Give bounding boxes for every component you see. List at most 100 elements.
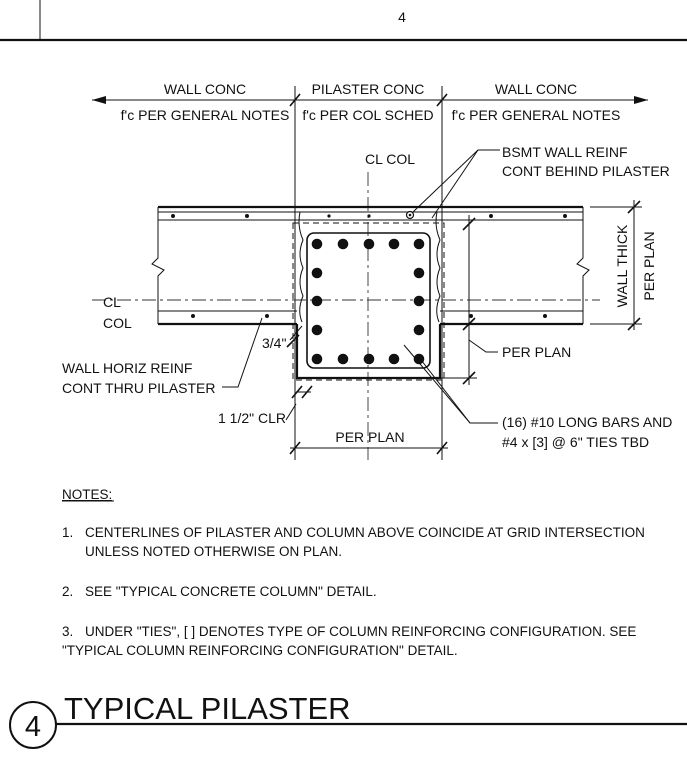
clear-cover-leader: [285, 403, 297, 421]
pilaster-projection-dimension: PER PLAN: [440, 215, 571, 385]
long-bar: [388, 238, 400, 250]
long-bar: [413, 295, 425, 307]
notes-heading: NOTES:: [62, 487, 112, 502]
note-1-line1: CENTERLINES OF PILASTER AND COLUMN ABOVE…: [85, 525, 645, 540]
concrete-wall: [151, 205, 590, 326]
wall-bar-dot: [191, 314, 195, 318]
long-bar: [337, 238, 349, 250]
wall-bar-dot: [489, 214, 493, 218]
break-line-left-icon: [151, 207, 165, 324]
long-bar: [311, 324, 323, 336]
break-line-right-icon: [576, 207, 590, 324]
pilaster-dashed-outline: [292, 222, 445, 381]
wall-thick-label: WALL THICK: [614, 224, 630, 307]
three-quarter-label: 3/4": [262, 335, 286, 351]
bsmt-callout: BSMT WALL REINF CONT BEHIND PILASTER: [412, 144, 670, 219]
dimension-tick: [462, 317, 476, 331]
long-bar: [311, 353, 323, 365]
per-plan-leader: [468, 339, 498, 353]
pilaster-width-dimension: PER PLAN: [289, 429, 448, 455]
note-3-line2: "TYPICAL COLUMN REINFORCING CONFIGURATIO…: [62, 643, 458, 658]
detail-title: TYPICAL PILASTER: [64, 691, 351, 726]
long-bar: [337, 353, 349, 365]
fc-general-right-label: f'c PER GENERAL NOTES: [452, 107, 621, 123]
long-bars-line2: #4 x [3] @ 6" TIES TBD: [502, 434, 649, 450]
cl-label: CL: [103, 294, 121, 310]
clear-cover-label: 1 1/2" CLR: [218, 410, 286, 426]
arrow-left-icon: [92, 96, 106, 104]
fc-col-sched-label: f'c PER COL SCHED: [302, 107, 433, 123]
bsmt-bar-center: [408, 213, 412, 217]
dimension-tick: [462, 217, 476, 231]
long-bars-line1: (16) #10 LONG BARS AND: [502, 414, 672, 430]
detail-title-block: 4 TYPICAL PILASTER: [9, 691, 687, 749]
wall-bar-dot: [327, 214, 331, 218]
long-bar: [388, 353, 400, 365]
per-plan-right-label: PER PLAN: [502, 344, 571, 360]
page-number: 4: [398, 9, 406, 25]
wall-bar-dot: [367, 214, 371, 218]
wall-bar-dot: [245, 214, 249, 218]
dimension-tick: [627, 317, 641, 331]
dimension-tick: [291, 385, 303, 399]
note-2-line1: SEE "TYPICAL CONCRETE COLUMN" DETAIL.: [85, 584, 377, 599]
notes-section: NOTES: 1. CENTERLINES OF PILASTER AND CO…: [62, 487, 645, 658]
dimension-tick: [627, 200, 641, 214]
horiz-reinf-callout: WALL HORIZ REINF CONT THRU PILASTER: [62, 317, 263, 396]
arrow-right-icon: [634, 96, 648, 104]
dimension-tick: [436, 441, 448, 455]
long-bar: [413, 238, 425, 250]
long-bar: [311, 295, 323, 307]
note-3-line1: UNDER "TIES", [ ] DENOTES TYPE OF COLUMN…: [85, 624, 636, 639]
wall-conc-right-label: WALL CONC: [495, 81, 577, 97]
bsmt-label-line1: BSMT WALL REINF: [502, 144, 628, 160]
bsmt-leader-2: [431, 149, 479, 219]
clear-cover-dimension: 1 1/2" CLR: [218, 385, 313, 426]
fc-general-left-label: f'c PER GENERAL NOTES: [121, 107, 290, 123]
wall-bar-dot: [563, 214, 567, 218]
long-bar: [413, 324, 425, 336]
three-quarter-dimension: 3/4": [262, 325, 303, 351]
long-bar: [311, 267, 323, 279]
note-2-number: 2.: [62, 584, 73, 599]
sheet-header: 4: [0, 0, 687, 42]
longitudinal-bars: [311, 238, 425, 365]
detail-number: 4: [25, 711, 41, 743]
wall-bar-dot: [543, 314, 547, 318]
horiz-reinf-leader: [222, 317, 263, 388]
column-tie: [306, 232, 431, 369]
long-bar: [413, 353, 425, 365]
pilaster: [292, 211, 445, 381]
horiz-reinf-line2: CONT THRU PILASTER: [62, 380, 216, 396]
bsmt-label-line2: CONT BEHIND PILASTER: [502, 163, 670, 179]
wall-thickness-dimension: WALL THICK PER PLAN: [590, 200, 657, 331]
long-bars-callout: (16) #10 LONG BARS AND #4 x [3] @ 6" TIE…: [403, 344, 672, 450]
wall-thick-per-plan-label: PER PLAN: [641, 231, 657, 300]
long-bar: [413, 267, 425, 279]
long-bar: [363, 238, 375, 250]
horiz-reinf-line1: WALL HORIZ REINF: [62, 360, 192, 376]
top-dimensions: WALL CONC f'c PER GENERAL NOTES PILASTER…: [92, 81, 648, 460]
cl-col-label: CL COL: [365, 151, 415, 167]
cold-joint-right: [435, 211, 441, 323]
three-quarter-leader: [289, 325, 303, 341]
col-label: COL: [103, 315, 132, 331]
long-bar: [363, 353, 375, 365]
pilaster-conc-label: PILASTER CONC: [312, 81, 425, 97]
dimension-tick: [301, 385, 313, 399]
dimension-tick: [289, 441, 301, 455]
per-plan-bottom-label: PER PLAN: [335, 429, 404, 445]
note-1-line2: UNLESS NOTED OTHERWISE ON PLAN.: [85, 544, 342, 559]
pilaster-outline: [295, 324, 442, 380]
long-bars-leader-2: [417, 355, 471, 424]
wall-reinf-dots: [171, 210, 567, 318]
wall-bar-dot: [469, 314, 473, 318]
long-bar: [311, 238, 323, 250]
note-3-number: 3.: [62, 624, 73, 639]
note-1-number: 1.: [62, 525, 73, 540]
dimension-tick: [286, 334, 300, 348]
wall-conc-left-label: WALL CONC: [164, 81, 246, 97]
cold-joint-left: [298, 211, 304, 323]
dimension-tick: [462, 371, 476, 385]
